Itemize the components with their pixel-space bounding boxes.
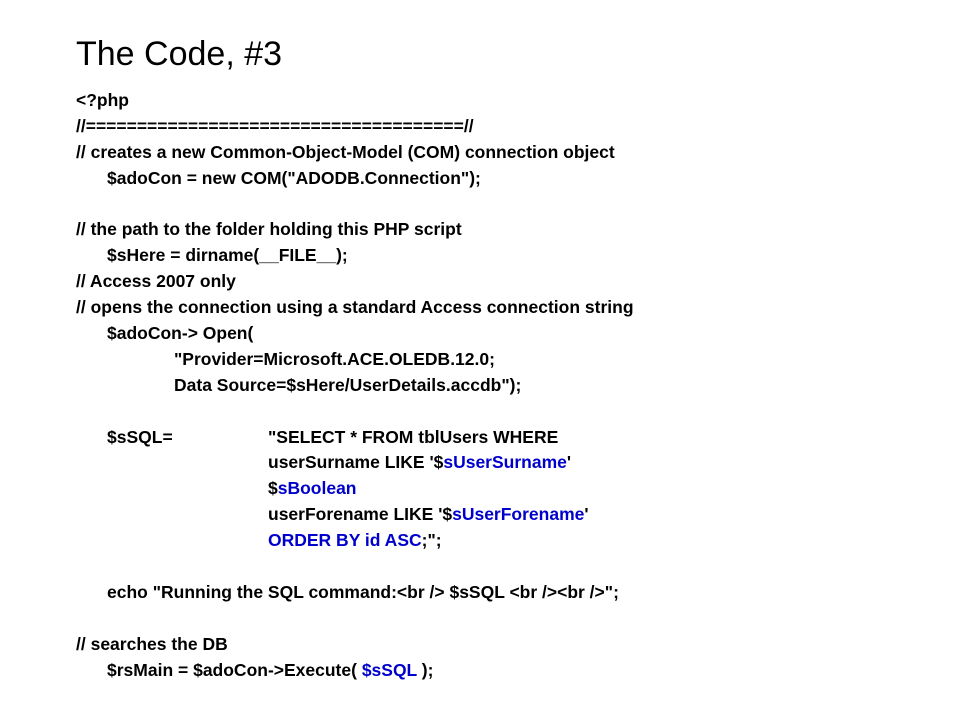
code-line-separator: //=====================================/…: [76, 115, 474, 136]
code-line-provider: "Provider=Microsoft.ACE.OLEDB.12.0;: [174, 348, 495, 369]
code-line-sql-boolean: $sBoolean: [76, 476, 634, 502]
code-execute-post: );: [416, 659, 434, 680]
code-line-adocon-assign: $adoCon = new COM("ADODB.Connection");: [107, 167, 481, 188]
code-block: <?php //================================…: [76, 88, 634, 683]
code-execute-pre: $rsMain = $adoCon->Execute(: [107, 659, 362, 680]
code-sql-order: ORDER BY id ASC: [268, 530, 422, 551]
code-var-ssql: $sSQL: [361, 659, 417, 680]
code-line-open-call: $adoCon-> Open(: [107, 323, 254, 344]
code-sql-forename-pre: userForename LIKE '$: [268, 504, 453, 525]
slide-title: The Code, #3: [76, 35, 283, 73]
code-comment-access: // Access 2007 only: [76, 271, 236, 292]
code-comment-open: // opens the connection using a standard…: [76, 297, 634, 318]
code-var-forename: sUserForename: [452, 504, 585, 525]
code-sql-surname-post: ': [566, 452, 572, 473]
code-line-data-source: Data Source=$sHere/UserDetails.accdb");: [174, 374, 522, 395]
code-line-sql-order: ORDER BY id ASC;";: [76, 528, 634, 554]
code-sql-surname-pre: userSurname LIKE '$: [268, 452, 444, 473]
code-var-boolean: sBoolean: [277, 478, 357, 499]
code-sql-forename-post: ': [584, 504, 589, 525]
code-line-sql-surname: userSurname LIKE '$sUserSurname': [76, 450, 634, 476]
code-comment-com: // creates a new Common-Object-Model (CO…: [76, 141, 615, 162]
code-comment-path: // the path to the folder holding this P…: [76, 219, 462, 240]
code-blank-line: [76, 554, 634, 580]
code-blank-line: [76, 399, 634, 425]
code-line-sql-forename: userForename LIKE '$sUserForename': [76, 502, 634, 528]
code-sql-order-end: ;";: [421, 530, 442, 551]
code-ssql-label: $sSQL=: [107, 426, 173, 447]
code-var-surname: sUserSurname: [443, 452, 567, 473]
code-comment-search: // searches the DB: [76, 633, 228, 654]
code-sql-boolean-pre: $: [268, 478, 278, 499]
code-line-php-open: <?php: [76, 90, 129, 110]
code-blank-line: [76, 192, 634, 218]
code-line-execute: $rsMain = $adoCon->Execute( $sSQL );: [76, 658, 634, 684]
code-line-echo: echo "Running the SQL command:<br /> $sS…: [107, 581, 619, 602]
code-blank-line: [76, 606, 634, 632]
code-line-ssql: $sSQL= "SELECT * FROM tblUsers WHERE: [76, 425, 634, 451]
code-sql-select: "SELECT * FROM tblUsers WHERE: [268, 426, 559, 447]
code-line-shere-assign: $sHere = dirname(__FILE__);: [107, 245, 348, 266]
